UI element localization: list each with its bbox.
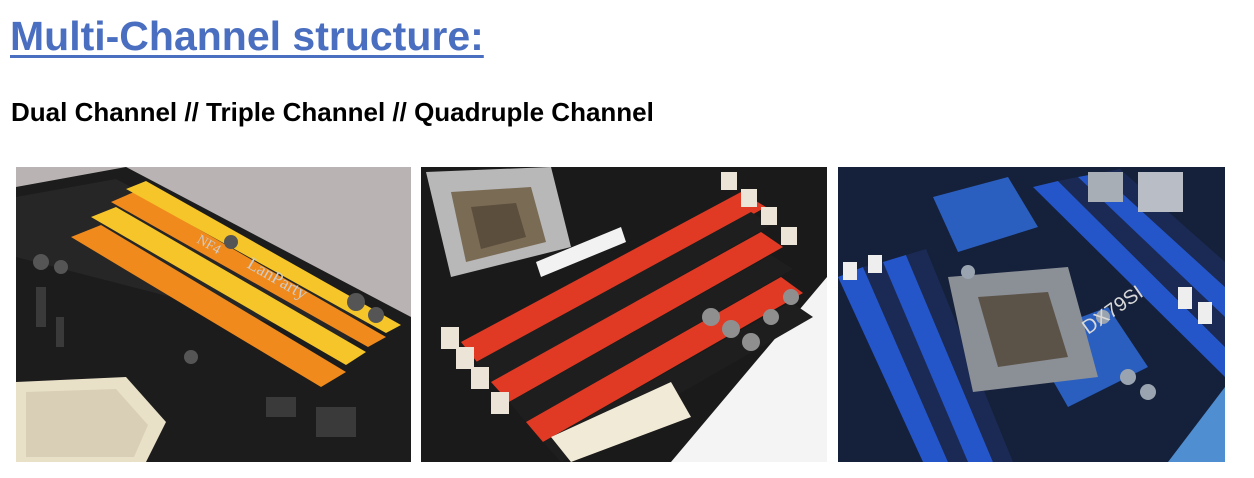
triple-channel-motherboard-photo <box>421 167 827 462</box>
quadruple-channel-motherboard-photo: DX79SI <box>838 167 1225 462</box>
page-subtitle: Dual Channel // Triple Channel // Quadru… <box>11 97 654 127</box>
dual-channel-motherboard-photo: NF4 LanParty <box>16 167 411 462</box>
page-title: Multi-Channel structure: <box>10 13 484 59</box>
